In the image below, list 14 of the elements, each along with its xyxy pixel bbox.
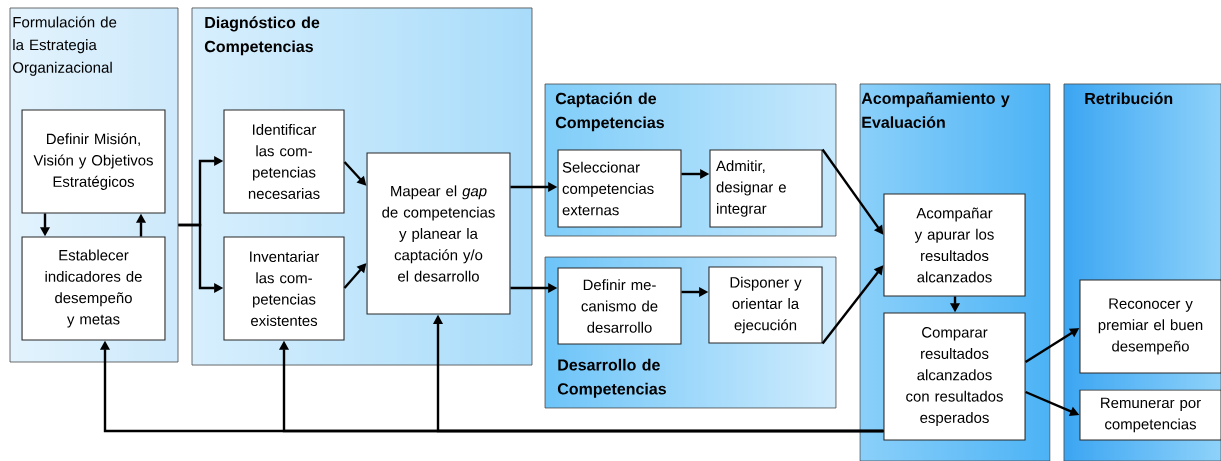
- process-box: Definir me- canismo de desarrollo: [557, 267, 682, 345]
- process-box: Comparar resultados alcanzados con resultados esperados: [883, 312, 1026, 441]
- process-box: Acompañar y apurar los resultados alcanzados: [883, 193, 1026, 297]
- process-box: Seleccionar competencias externas: [557, 149, 682, 228]
- process-box: Reconocer y premiar el buen desempeño: [1079, 279, 1221, 374]
- process-box: Admitir, designar e integrar: [709, 149, 823, 228]
- process-box: Inventariar las com- petencias existentes: [223, 236, 345, 341]
- process-box: Definir Misión, Visión y Objetivos Estratégicos: [21, 109, 166, 214]
- process-box: Establecer indicadores de desempeño y metas: [21, 236, 166, 341]
- process-box: Mapear el gap de competencias y planear la captación y/o el desarrollo: [366, 152, 511, 315]
- process-box: Identificar las com- petencias necesarias: [223, 109, 345, 214]
- arrow: [821, 148, 884, 235]
- process-box: Disponer y orientar la ejecución: [708, 266, 823, 344]
- process-box: Remunerar por competencias: [1079, 389, 1221, 441]
